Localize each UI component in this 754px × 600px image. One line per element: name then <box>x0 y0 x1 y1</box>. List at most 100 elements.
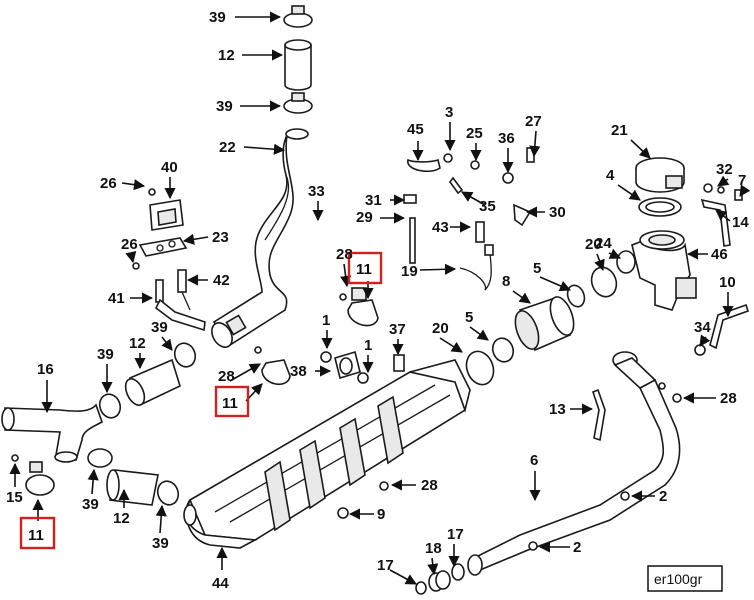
callout-label: 26 <box>121 236 138 253</box>
callout-label: 20 <box>432 320 449 337</box>
coupler-18 <box>428 570 451 592</box>
valve-housing-24 <box>616 230 697 311</box>
clamp-center-lower-11 <box>254 346 291 386</box>
callout-label: 46 <box>711 246 728 263</box>
top-clamp <box>283 5 313 28</box>
clamp-20-upper <box>590 266 618 298</box>
callout-label: 17 <box>377 557 394 574</box>
bolt-2-lower <box>528 541 538 551</box>
oring-1-left <box>320 351 332 363</box>
leader-arrow <box>717 175 730 187</box>
leader-arrow <box>182 233 209 245</box>
callout-label: 23 <box>212 229 229 246</box>
upper-clamp <box>283 92 313 114</box>
callout-label: 12 <box>113 510 130 527</box>
leader-arrow <box>461 191 486 206</box>
bolt-3 <box>443 153 453 163</box>
oring-5-upper <box>566 284 586 308</box>
fitting-31 <box>403 194 417 204</box>
callout-label: 29 <box>356 209 373 226</box>
leader-arrow <box>539 276 572 292</box>
clamp-20-lower <box>465 350 495 386</box>
nut-25 <box>470 160 480 170</box>
callout-label: 2 <box>659 488 667 505</box>
sensor-43 <box>475 221 485 243</box>
clamp-left-lower-39 <box>87 448 113 468</box>
callout-label: 28 <box>421 477 438 494</box>
leader-arrow <box>340 263 352 288</box>
washer-36 <box>502 172 514 184</box>
callout-label: 7 <box>738 172 746 189</box>
callout-label: 19 <box>401 263 418 280</box>
bracket-40 <box>148 188 184 231</box>
clamp-center-upper-11 <box>339 287 379 327</box>
callout-label: 45 <box>407 121 424 138</box>
callout-label: 8 <box>502 273 510 290</box>
callout-label: 26 <box>100 175 117 192</box>
clamp-left-11 <box>11 454 55 496</box>
callout-label: 20 <box>585 236 602 253</box>
callout-label: 2 <box>573 539 581 556</box>
callout-label: 41 <box>108 290 125 307</box>
pipe-13 <box>592 388 606 442</box>
air-pipe-22 <box>211 128 309 348</box>
sensor-42 <box>177 269 191 311</box>
callout-label: 39 <box>152 535 169 552</box>
leader-arrow <box>243 143 286 155</box>
callout-label: 18 <box>425 540 442 557</box>
tube-41 <box>154 279 206 332</box>
callout-label: 14 <box>732 214 749 231</box>
leader-arrow <box>699 334 711 347</box>
oring-1-right <box>357 372 369 384</box>
callout-label: 39 <box>97 346 114 363</box>
leader-arrow <box>512 290 531 304</box>
leader-arrow <box>529 130 541 158</box>
leader-arrow <box>594 253 605 272</box>
callout-label: 4 <box>606 167 615 184</box>
bolt-27 <box>526 147 535 163</box>
tube-left-lower-12 <box>106 469 159 506</box>
callout-label: 17 <box>447 526 464 543</box>
leader-arrow <box>427 557 439 576</box>
leader-arrow <box>739 184 751 197</box>
callout-label: 16 <box>37 361 54 378</box>
bracket-23 <box>132 237 188 270</box>
callout-label: 1 <box>322 312 330 329</box>
callout-label: 12 <box>129 335 146 352</box>
leader-arrow <box>419 263 457 275</box>
top-tube <box>284 39 312 91</box>
gasket-4 <box>638 197 682 217</box>
stud-29 <box>409 217 416 264</box>
highlight-box-upper <box>347 251 383 285</box>
fittings-32-7 <box>703 183 743 201</box>
actuator-21 <box>635 157 685 193</box>
callout-label: 11 <box>28 527 44 544</box>
callout-label: 6 <box>530 452 538 469</box>
callout-label: 28 <box>720 390 737 407</box>
callout-label: 42 <box>213 272 230 289</box>
leader-arrow <box>389 569 417 585</box>
leader-lines <box>9 11 751 585</box>
tube-10 <box>709 303 750 350</box>
callout-label: 3 <box>445 104 453 121</box>
leader-arrow <box>121 179 146 191</box>
callout-label: 35 <box>479 198 496 215</box>
leader-arrow <box>439 337 463 353</box>
bolt-28-pipe <box>672 393 682 403</box>
filter-8 <box>514 296 575 352</box>
callout-label: 22 <box>219 139 236 156</box>
tube-left-upper-12 <box>124 358 181 407</box>
callout-label: 21 <box>611 122 628 139</box>
leader-arrow <box>87 468 99 495</box>
tube-14 <box>700 198 731 247</box>
highlight-box-lower <box>19 516 56 550</box>
sensor-35 <box>449 176 464 195</box>
leader-arrow <box>617 184 641 201</box>
callout-label: 28 <box>336 246 353 263</box>
leader-arrow <box>469 326 489 341</box>
callout-label: 24 <box>595 235 612 252</box>
callout-label: 15 <box>6 489 23 506</box>
elbow-pipe-16 <box>1 403 103 463</box>
gasket-45 <box>407 158 441 172</box>
